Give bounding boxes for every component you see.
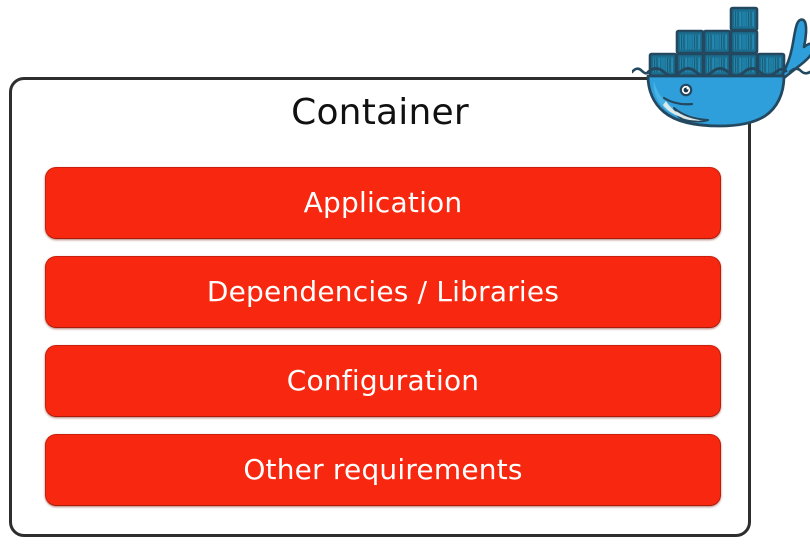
layer-row-configuration[interactable]: Configuration bbox=[45, 345, 721, 417]
layer-row-dependencies[interactable]: Dependencies / Libraries bbox=[45, 256, 721, 328]
layer-label: Dependencies / Libraries bbox=[206, 275, 560, 308]
layer-row-application[interactable]: Application bbox=[45, 167, 721, 239]
container-layer-list: Application Dependencies / Libraries Con… bbox=[45, 167, 721, 506]
whale-container-stack bbox=[648, 6, 786, 78]
layer-label: Configuration bbox=[286, 364, 480, 397]
container-box: Container Application Dependencies / Lib… bbox=[9, 77, 751, 537]
layer-label: Other requirements bbox=[243, 453, 523, 486]
docker-whale-icon bbox=[632, 2, 810, 130]
layer-label: Application bbox=[303, 186, 463, 219]
layer-row-other-requirements[interactable]: Other requirements bbox=[45, 434, 721, 506]
page-title: Container bbox=[291, 92, 469, 133]
